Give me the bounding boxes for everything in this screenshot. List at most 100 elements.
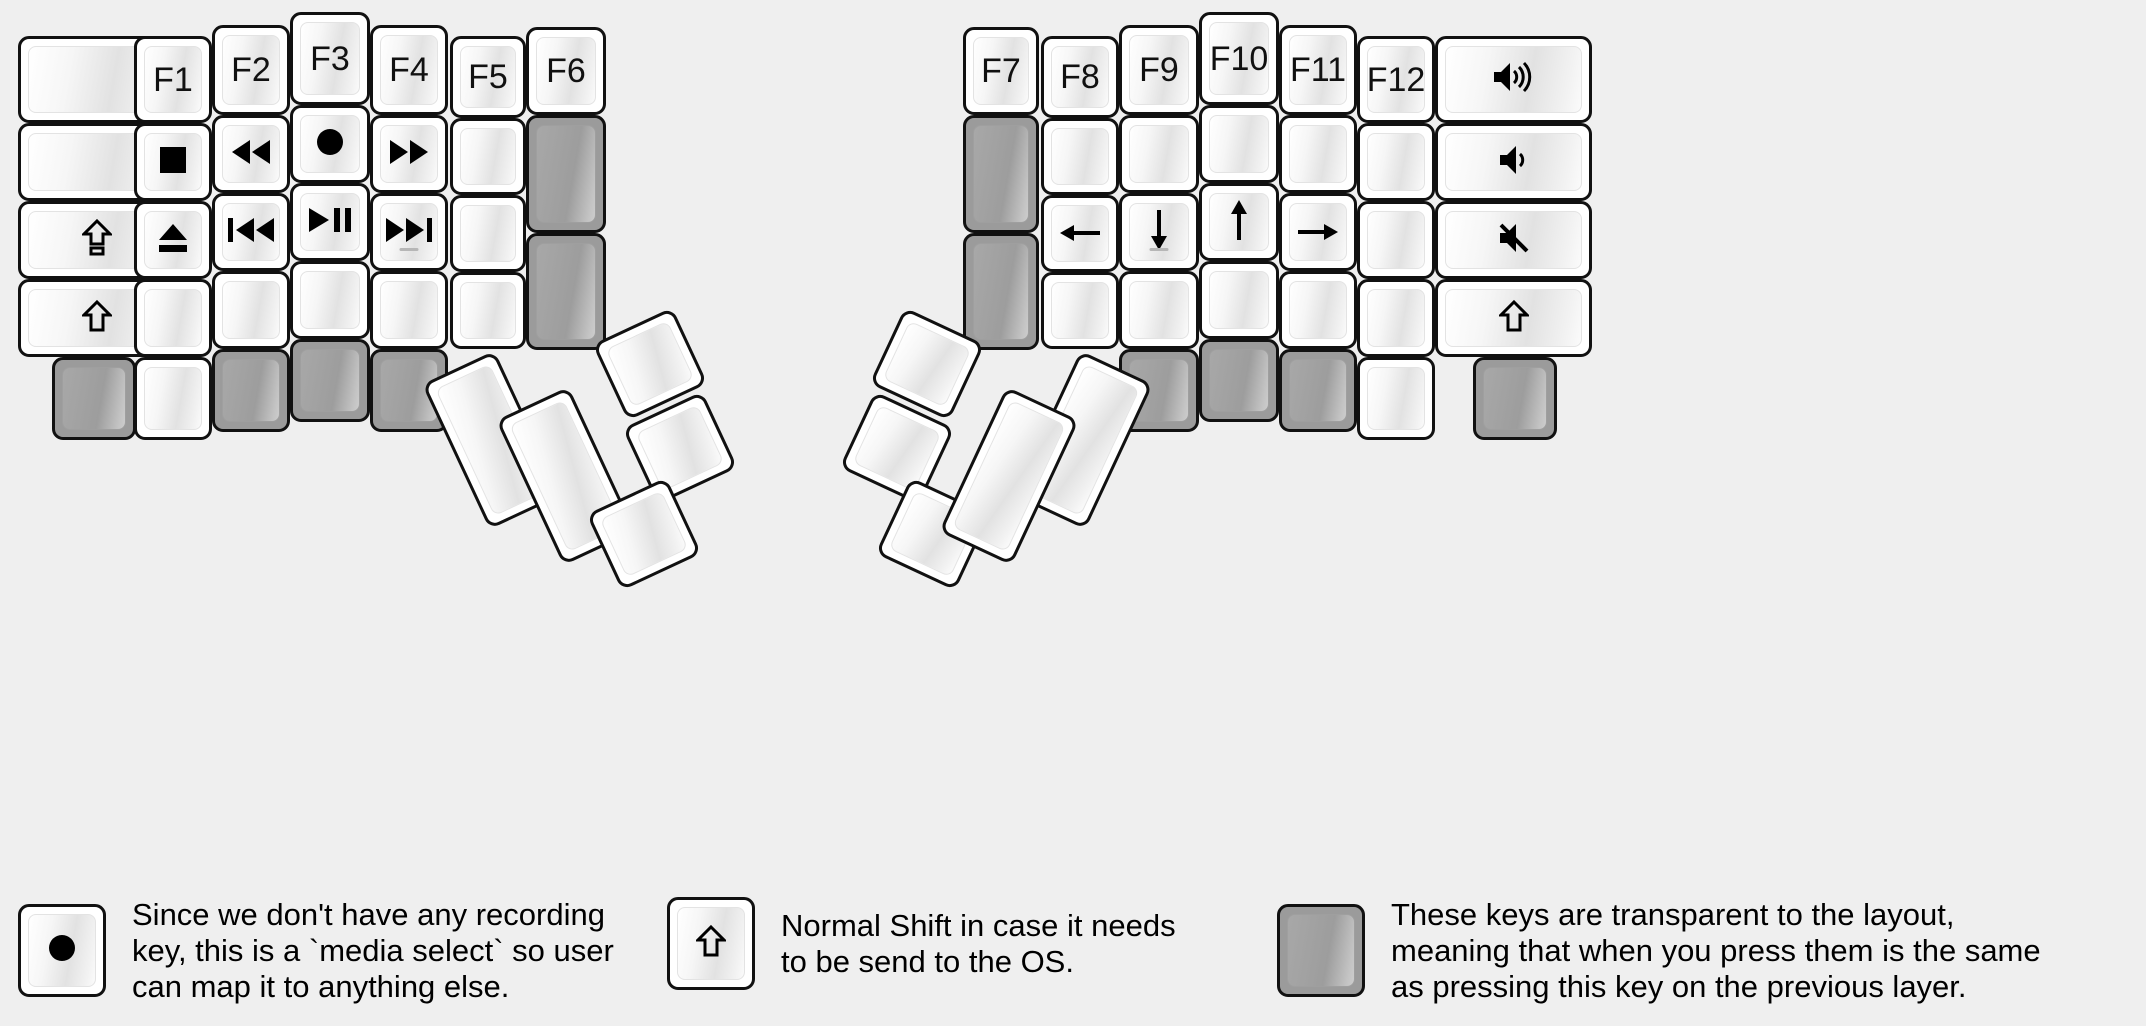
left-key-l-c2-r4[interactable] [134, 279, 212, 357]
right-key-r-c5-r4[interactable] [1279, 271, 1357, 349]
keycap-surface [635, 404, 725, 492]
keycap-surface [1445, 211, 1582, 269]
keycap-surface [1289, 281, 1347, 339]
keycap-surface [300, 193, 360, 251]
shift-lock-icon [79, 218, 114, 262]
left-key-l-c2-r3[interactable] [134, 201, 212, 279]
left-key-l-c5-r2[interactable] [370, 115, 448, 193]
keycap-surface [952, 399, 1066, 553]
left-key-l-c2-r1[interactable]: F1 [134, 36, 212, 123]
key-label: F11 [1289, 51, 1347, 89]
right-key-r-c2-r1[interactable]: F8 [1041, 36, 1119, 118]
right-key-r-c4-r3[interactable] [1199, 183, 1279, 261]
left-key-l-c2-r2[interactable] [134, 123, 212, 201]
keycap-surface [882, 320, 972, 408]
left-key-l-c6-r3[interactable] [450, 195, 526, 272]
left-key-l-c7-r2[interactable] [526, 115, 606, 233]
keycap-surface [222, 281, 280, 339]
keycap-surface [1287, 914, 1355, 988]
stop-icon [158, 145, 188, 180]
legend-record-swatch [18, 904, 106, 998]
key-label: F3 [310, 39, 350, 78]
left-key-l-c5-r4[interactable] [370, 271, 448, 349]
right-key-r-c5-r3[interactable] [1279, 193, 1357, 271]
right-key-r-c6-r5[interactable] [1357, 357, 1435, 440]
left-key-l-c2-r5[interactable] [134, 357, 212, 440]
right-key-r-c6-r2[interactable] [1357, 123, 1435, 201]
left-key-l-c4-r5[interactable] [290, 339, 370, 422]
keycap-surface [144, 211, 202, 269]
keycap-surface [380, 281, 438, 339]
right-key-r-c3-r3[interactable] [1119, 193, 1199, 271]
arrow-up-icon [1227, 198, 1251, 247]
left-key-l-c6-r4[interactable] [450, 272, 526, 349]
left-key-l-c3-r2[interactable] [212, 115, 290, 193]
keycap-surface: F2 [222, 35, 280, 105]
keycap-surface [222, 125, 280, 183]
right-key-r-c4-r2[interactable] [1199, 105, 1279, 183]
key-label: F12 [1367, 60, 1425, 99]
left-key-l-c5-r3[interactable] [370, 193, 448, 271]
play-pause-icon [306, 205, 354, 240]
record-icon [45, 931, 79, 970]
right-key-r-c3-r4[interactable] [1119, 271, 1199, 349]
left-key-l-c7-r3[interactable] [526, 233, 606, 350]
right-key-r-c1-r3[interactable] [963, 233, 1039, 350]
right-key-r-c4-r1[interactable]: F10 [1199, 12, 1279, 105]
left-key-l-c3-r4[interactable] [212, 271, 290, 349]
keycap-surface: F11 [1289, 35, 1347, 105]
right-key-r-c7-r4[interactable] [1435, 279, 1592, 357]
keycap-surface [605, 320, 695, 408]
left-key-l-c4-r3[interactable] [290, 183, 370, 261]
right-key-r-c2-r2[interactable] [1041, 118, 1119, 195]
right-key-r-c5-r5[interactable] [1279, 349, 1357, 432]
keycap-surface [28, 914, 96, 988]
right-key-r-c6-r4[interactable] [1357, 279, 1435, 357]
right-key-r-c2-r4[interactable] [1041, 272, 1119, 349]
record-icon [313, 125, 347, 164]
right-key-r-c7-r5[interactable] [1473, 357, 1557, 440]
keycap-surface [1289, 203, 1347, 261]
left-key-l-c3-r5[interactable] [212, 349, 290, 432]
legend-shift-swatch [667, 897, 755, 990]
right-key-r-c4-r4[interactable] [1199, 261, 1279, 339]
left-key-l-c1-r5[interactable] [52, 357, 136, 440]
right-key-r-c2-r3[interactable] [1041, 195, 1119, 272]
left-key-l-c7-r1[interactable]: F6 [526, 27, 606, 115]
left-key-l-c4-r1[interactable]: F3 [290, 12, 370, 105]
keycap-surface: F3 [300, 22, 360, 95]
keycap-surface [973, 243, 1029, 340]
volume-down-icon [1497, 143, 1531, 182]
keycap-surface: F12 [1367, 46, 1425, 113]
keycap-surface [1051, 128, 1109, 185]
left-key-l-c6-r2[interactable] [450, 118, 526, 195]
left-key-l-c5-r1[interactable]: F4 [370, 25, 448, 115]
right-key-r-c6-r1[interactable]: F12 [1357, 36, 1435, 123]
keycap-surface [1129, 203, 1189, 261]
keycap-surface: F6 [536, 37, 596, 105]
left-key-l-c3-r3[interactable] [212, 193, 290, 271]
homing-bump-indicator [399, 248, 419, 251]
keycap-surface [1209, 271, 1269, 329]
left-key-l-c4-r4[interactable] [290, 261, 370, 339]
right-key-r-c7-r1[interactable] [1435, 36, 1592, 123]
right-key-r-c1-r1[interactable]: F7 [963, 27, 1039, 115]
right-key-r-c7-r3[interactable] [1435, 201, 1592, 279]
right-key-r-c5-r2[interactable] [1279, 115, 1357, 193]
right-key-r-c6-r3[interactable] [1357, 201, 1435, 279]
right-key-r-c3-r1[interactable]: F9 [1119, 25, 1199, 115]
right-key-r-c5-r1[interactable]: F11 [1279, 25, 1357, 115]
left-key-l-c3-r1[interactable]: F2 [212, 25, 290, 115]
right-key-r-c1-r2[interactable] [963, 115, 1039, 233]
legend-shift-description: Normal Shift in case it needs to be send… [781, 907, 1176, 979]
right-key-r-c4-r5[interactable] [1199, 339, 1279, 422]
right-key-r-c3-r2[interactable] [1119, 115, 1199, 193]
legend-transparent-description: These keys are transparent to the layout… [1391, 897, 2041, 1004]
right-key-r-c7-r2[interactable] [1435, 123, 1592, 201]
left-key-l-c6-r1[interactable]: F5 [450, 36, 526, 118]
shift-icon [1496, 299, 1531, 338]
keycap-surface [1209, 193, 1269, 251]
keycap-surface: F7 [973, 37, 1029, 105]
left-key-l-c4-r2[interactable] [290, 105, 370, 183]
